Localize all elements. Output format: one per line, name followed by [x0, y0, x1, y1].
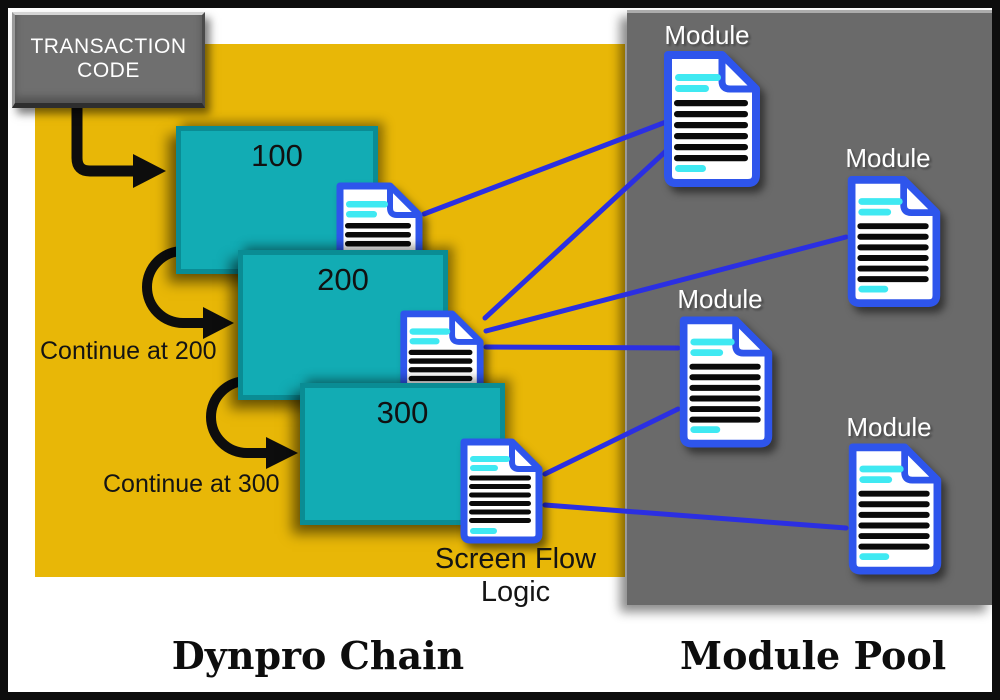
continue-at-300-label: Continue at 300 [103, 470, 280, 498]
module-document-icon [658, 50, 766, 188]
module-document-icon [674, 312, 778, 452]
screen-flow-logic-line2: Logic [480, 576, 551, 608]
screen-100-number: 100 [251, 138, 303, 173]
module-pool-caption: Module Pool [680, 633, 947, 678]
module-document-icon [843, 440, 947, 578]
transaction-code-line1: TRANSACTION [30, 34, 187, 58]
module-label: Module [677, 284, 763, 314]
module-label: Module [846, 412, 932, 442]
module-label: Module [845, 143, 931, 173]
screen-flow-logic-line1: Screen Flow [434, 543, 597, 575]
transaction-code-box: TRANSACTION CODE [12, 12, 205, 108]
screen-300-number: 300 [376, 395, 429, 430]
dynpro-chain-caption: Dynpro Chain [171, 633, 465, 678]
module-label: Module [664, 20, 750, 50]
screen-200-number: 200 [317, 262, 369, 297]
flow-logic-document-icon [456, 438, 546, 544]
screen-flow-logic-label: Screen Flow Logic [408, 543, 623, 609]
continue-at-200-label: Continue at 200 [40, 337, 217, 365]
transaction-code-line2: CODE [77, 59, 140, 82]
module-document-icon [842, 171, 946, 312]
